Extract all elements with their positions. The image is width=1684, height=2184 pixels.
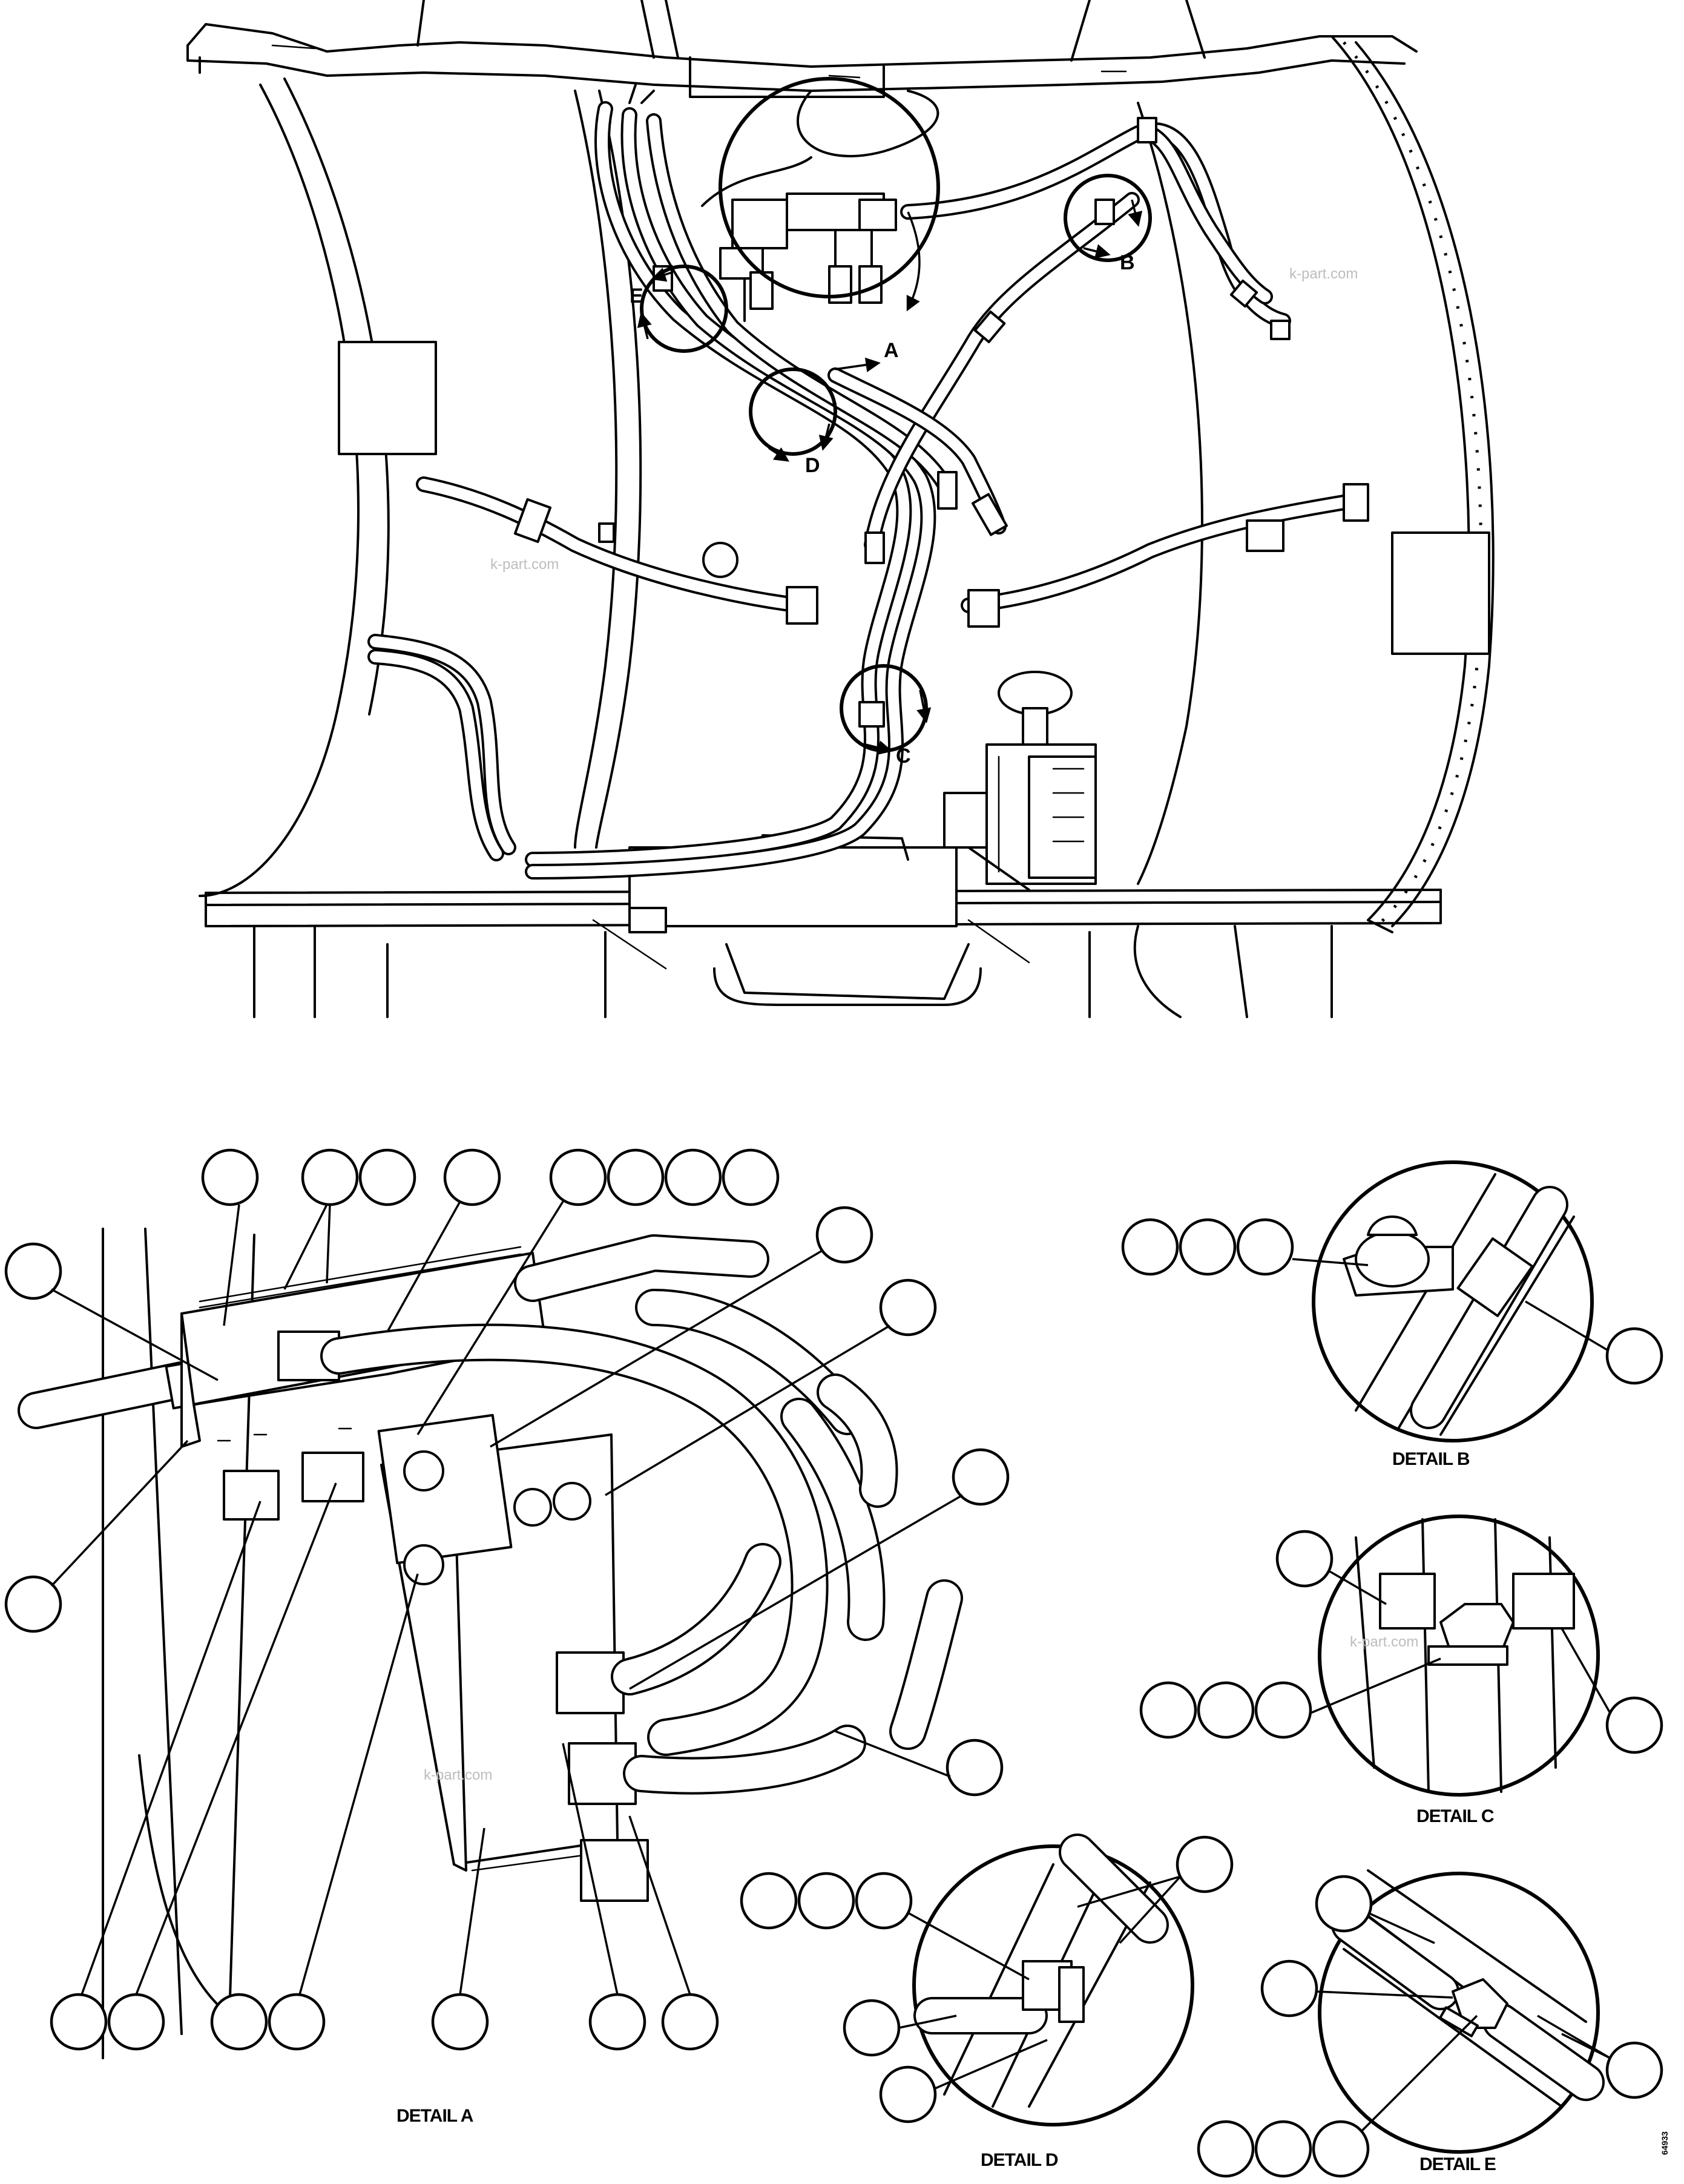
detail-a-callout-circle xyxy=(719,77,940,298)
caption-detail-a: DETAIL A xyxy=(396,2106,473,2126)
watermark-main-right: k-part.com xyxy=(1289,266,1358,282)
callout-balloon-a11 xyxy=(879,1278,937,1337)
callout-balloon-a5 xyxy=(549,1148,607,1206)
manifold-bolt-4 xyxy=(553,1482,591,1521)
caption-detail-e: DETAIL E xyxy=(1419,2154,1496,2174)
callout-balloon-a7 xyxy=(664,1148,722,1206)
left-shell xyxy=(199,77,642,897)
callout-balloon-c2 xyxy=(1139,1681,1197,1739)
caption-detail-d: DETAIL D xyxy=(981,2150,1058,2170)
callout-balloon-a20 xyxy=(588,1993,646,2051)
callout-balloon-a1 xyxy=(201,1148,259,1206)
view-label-a: A xyxy=(884,339,899,362)
callout-balloon-e6 xyxy=(1312,2120,1370,2178)
callout-balloon-a13 xyxy=(4,1575,62,1633)
callout-balloon-d5 xyxy=(843,1999,901,2057)
manifold-bolt-3 xyxy=(513,1488,552,1527)
side-panel-right xyxy=(1391,531,1490,655)
detail-b-callout-circle xyxy=(1064,174,1152,262)
callout-balloon-b4 xyxy=(1605,1327,1663,1385)
callout-balloon-d1 xyxy=(740,1872,798,1930)
callout-balloon-a9 xyxy=(4,1242,62,1300)
callout-balloon-d6 xyxy=(879,2065,937,2123)
hose-routing xyxy=(367,101,1352,880)
view-label-d: D xyxy=(805,454,820,477)
bottom-frame xyxy=(205,834,1442,1018)
callout-balloon-a16 xyxy=(107,1993,165,2051)
view-label-e: E xyxy=(630,285,643,308)
callout-balloon-a10 xyxy=(815,1206,873,1264)
callout-balloon-a4 xyxy=(443,1148,501,1206)
detail-a-view: k-part.com DETAIL A xyxy=(4,1148,1010,2126)
pump-unit xyxy=(943,671,1097,891)
callout-balloon-d2 xyxy=(797,1872,855,1930)
manifold-bolt-2 xyxy=(403,1544,444,1585)
callout-balloon-a18 xyxy=(268,1993,326,2051)
caption-detail-b: DETAIL B xyxy=(1392,1449,1470,1469)
callout-balloon-a2 xyxy=(301,1148,359,1206)
detail-b-view: DETAIL B xyxy=(1121,1160,1663,1469)
callout-balloon-a12 xyxy=(952,1448,1010,1506)
callout-balloon-c5 xyxy=(1605,1696,1663,1754)
top-frame xyxy=(186,0,1418,98)
upper-valve-assembly xyxy=(701,90,939,322)
right-shell xyxy=(1137,35,1495,933)
callout-balloon-e5 xyxy=(1254,2120,1312,2178)
view-label-c: C xyxy=(896,745,911,768)
callout-balloon-e4 xyxy=(1197,2120,1255,2178)
callout-balloon-d3 xyxy=(855,1872,913,1930)
elbow-fitting-1 xyxy=(223,1470,280,1521)
callout-balloon-a3 xyxy=(358,1148,416,1206)
watermark-main-left: k-part.com xyxy=(490,556,559,573)
detail-callouts: A B C D E xyxy=(630,77,1152,768)
callout-balloon-e2 xyxy=(1260,1959,1318,2018)
callout-balloon-b3 xyxy=(1236,1218,1294,1276)
clamps-fittings xyxy=(513,84,1369,728)
detail-d-view: DETAIL D xyxy=(740,1834,1234,2170)
callout-balloon-d4 xyxy=(1176,1835,1234,1893)
callout-balloon-c3 xyxy=(1197,1681,1255,1739)
detail-e-view: DETAIL E xyxy=(1197,1869,1663,2178)
callout-balloon-e1 xyxy=(1315,1875,1373,1933)
callout-balloon-b1 xyxy=(1121,1218,1179,1276)
callout-balloon-b2 xyxy=(1179,1218,1237,1276)
detail-e-callout-circle xyxy=(640,265,728,353)
callout-balloon-c4 xyxy=(1254,1681,1312,1739)
watermark-detail-a: k-part.com xyxy=(424,1767,492,1783)
watermark-detail-c: k-part.com xyxy=(1350,1634,1418,1650)
detail-c-view: k-part.com DETAIL C xyxy=(1139,1515,1663,1826)
callout-balloon-a8 xyxy=(722,1148,780,1206)
callout-balloon-a21 xyxy=(661,1993,719,2051)
callout-balloon-a14 xyxy=(946,1738,1004,1797)
detail-d-callout-circle xyxy=(749,367,837,456)
elbow-fitting-2 xyxy=(301,1452,364,1502)
callout-balloon-a15 xyxy=(50,1993,108,2051)
callout-balloon-a17 xyxy=(210,1993,268,2051)
view-label-b: B xyxy=(1120,251,1135,274)
side-panel-left xyxy=(338,341,437,455)
main-assembly-view: A B C D E k-part.com k-part.com xyxy=(186,0,1495,1018)
callout-balloon-a6 xyxy=(607,1148,665,1206)
callout-balloon-e3 xyxy=(1605,2041,1663,2099)
manifold-bolt-1 xyxy=(403,1450,444,1492)
drawing-number: 64933 xyxy=(1660,2131,1669,2155)
callout-balloon-c1 xyxy=(1275,1530,1334,1588)
caption-detail-c: DETAIL C xyxy=(1416,1806,1494,1826)
callout-balloon-a19 xyxy=(431,1993,489,2051)
